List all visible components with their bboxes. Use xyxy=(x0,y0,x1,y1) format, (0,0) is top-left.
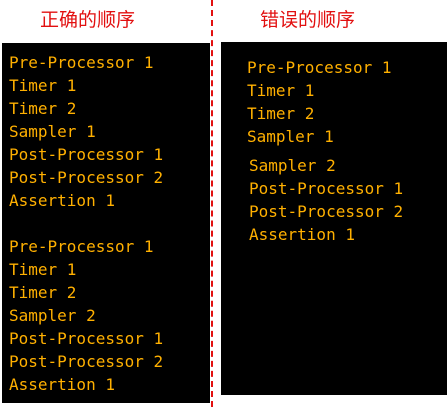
correct-g2-line-7: Assertion 1 xyxy=(9,375,115,394)
correct-g1-line-4: Sampler 1 xyxy=(9,122,96,141)
correct-order-panel: Pre-Processor 1 Timer 1 Timer 2 Sampler … xyxy=(2,43,210,403)
wrong-g1-line-3: Timer 2 xyxy=(247,104,315,123)
correct-g2-line-1: Pre-Processor 1 xyxy=(9,237,154,256)
correct-g2-line-6: Post-Processor 2 xyxy=(9,352,164,371)
correct-g2-line-3: Timer 2 xyxy=(9,283,77,302)
wrong-g2-line-4: Assertion 1 xyxy=(249,225,355,244)
wrong-g1-line-1: Pre-Processor 1 xyxy=(247,58,392,77)
wrong-g1-line-2: Timer 1 xyxy=(247,81,315,100)
wrong-g2-line-1: Sampler 2 xyxy=(249,156,336,175)
correct-g1-line-5: Post-Processor 1 xyxy=(9,145,164,164)
correct-g1-line-3: Timer 2 xyxy=(9,99,77,118)
correct-g1-line-6: Post-Processor 2 xyxy=(9,168,164,187)
wrong-g2-line-3: Post-Processor 2 xyxy=(249,202,404,221)
wrong-g2-line-2: Post-Processor 1 xyxy=(249,179,404,198)
correct-g1-line-1: Pre-Processor 1 xyxy=(9,53,154,72)
correct-g2-line-4: Sampler 2 xyxy=(9,306,96,325)
correct-g1-line-7: Assertion 1 xyxy=(9,191,115,210)
correct-g1-line-2: Timer 1 xyxy=(9,76,77,95)
dashed-divider xyxy=(211,0,213,407)
wrong-order-heading: 错误的顺序 xyxy=(260,9,356,31)
correct-g2-line-5: Post-Processor 1 xyxy=(9,329,164,348)
correct-order-heading: 正确的顺序 xyxy=(40,9,136,31)
wrong-order-panel: Pre-Processor 1 Timer 1 Timer 2 Sampler … xyxy=(221,42,447,395)
wrong-g1-line-4: Sampler 1 xyxy=(247,127,334,146)
correct-g2-line-2: Timer 1 xyxy=(9,260,77,279)
